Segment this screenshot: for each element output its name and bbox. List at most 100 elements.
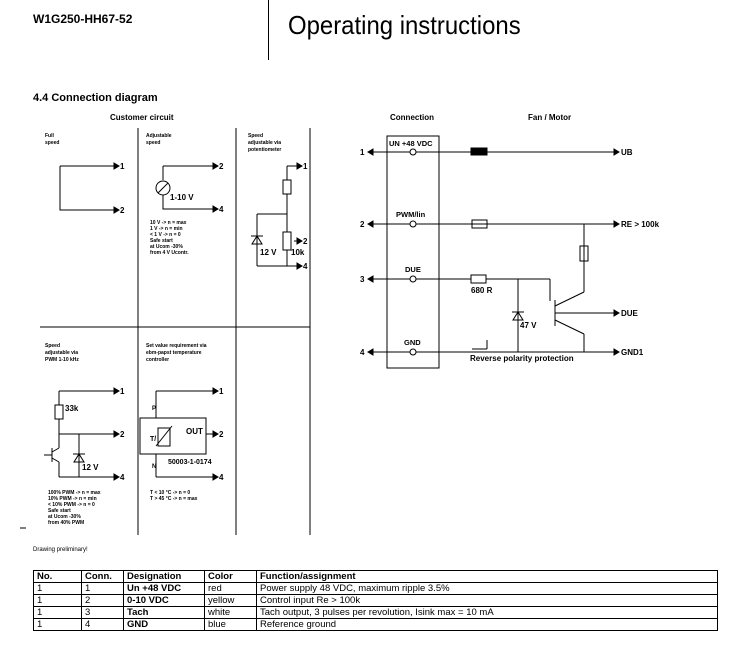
cell-conn: 4 — [81, 618, 124, 631]
temp-pin-4: 4 — [219, 473, 224, 482]
cell-color: red — [204, 582, 257, 595]
cell-color: yellow — [204, 594, 257, 607]
pwm-circuit — [44, 387, 120, 481]
adj-note-3: < 1 V -> n = 0 — [150, 232, 181, 238]
set-value-label-1: Set value requirement via — [146, 343, 207, 349]
pwm-pin-2: 2 — [120, 430, 125, 439]
pwm-note-5: at Ucom -30% — [48, 514, 81, 520]
cell-conn: 1 — [81, 582, 124, 595]
col-no: No. — [33, 570, 82, 583]
temp-part-number: 50003-1-0174 — [168, 459, 212, 466]
adj-voltage: 1-10 V — [170, 193, 194, 202]
temp-out-label: OUT — [186, 427, 203, 436]
table-header-row: No. Conn. Designation Color Function/ass… — [33, 570, 718, 583]
table-row: 1 2 0-10 VDC yellow Control input Re > 1… — [33, 594, 718, 607]
cell-color: blue — [204, 618, 257, 631]
full-speed-label-1: Full — [45, 133, 54, 139]
pwm-label-3: PWM 1-10 kHz — [45, 357, 79, 363]
adj-note-6: from 4 V Ucontr. — [150, 250, 189, 256]
connection-label: Connection — [390, 113, 434, 122]
re-label: RE > 100k — [621, 220, 660, 229]
temp-note-2: T > 45 °C -> n = max — [150, 496, 198, 502]
cell-no: 1 — [33, 594, 82, 607]
pot-zener: 12 V — [260, 248, 277, 257]
cell-designation: Tach — [123, 606, 205, 619]
pwm-note-6: from 40% PWM — [48, 520, 84, 526]
temp-pin-2: 2 — [219, 430, 224, 439]
due-out-label: DUE — [621, 309, 639, 318]
gnd1-label: GND1 — [621, 348, 644, 357]
full-speed-circuit — [59, 162, 120, 214]
adj-note-5: at Ucom -30% — [150, 244, 183, 250]
header-divider — [268, 0, 269, 60]
connection-block — [367, 135, 620, 369]
cell-conn: 3 — [81, 606, 124, 619]
pwm-note-4: Safe start — [48, 508, 71, 514]
pot-resistor: 10k — [291, 248, 305, 257]
connection-diagram: Customer circuit Connection Fan / Motor … — [20, 113, 660, 535]
temp-note-1: T < 10 °C -> n = 0 — [150, 490, 190, 496]
temp-p-label: P — [152, 406, 156, 412]
pot-pin-1: 1 — [303, 162, 308, 171]
col-designation: Designation — [123, 570, 205, 583]
temp-controller-circuit — [139, 387, 219, 481]
cell-no: 1 — [33, 582, 82, 595]
gnd-label: GND — [404, 338, 421, 347]
pot-label-2: adjustable via — [248, 140, 281, 146]
cell-function: Reference ground — [256, 618, 718, 631]
cell-function: Control input Re > 100k — [256, 594, 718, 607]
un-label: UN +48 VDC — [389, 139, 433, 148]
pwm-pin-4: 4 — [120, 473, 125, 482]
pwm-resistor: 33k — [65, 404, 79, 413]
temp-n-label: N — [152, 464, 156, 470]
temp-sensor-label: T/ — [150, 436, 156, 443]
adj-pin-4: 4 — [219, 205, 224, 214]
ub-label: UB — [621, 148, 633, 157]
cell-designation: GND — [123, 618, 205, 631]
pwm-label-1: Speed — [45, 343, 60, 349]
pwm-pin-1: 1 — [120, 387, 125, 396]
adj-note-2: 1 V -> n = min — [150, 226, 183, 232]
r680-label: 680 R — [471, 286, 493, 295]
table-row: 1 4 GND blue Reference ground — [33, 618, 718, 631]
temp-pin-1: 1 — [219, 387, 224, 396]
pot-pin-2: 2 — [303, 237, 308, 246]
adj-speed-label-1: Adjustable — [146, 133, 172, 139]
cell-function: Tach output, 3 pulses per revolution, Is… — [256, 606, 718, 619]
pwm-in-label: PWM/lin — [396, 210, 426, 219]
pot-label-3: potentiometer — [248, 147, 281, 153]
reverse-polarity-label: Reverse polarity protection — [470, 354, 574, 363]
pot-label-1: Speed — [248, 133, 263, 139]
col-color: Color — [204, 570, 257, 583]
model-number: W1G250-HH67-52 — [33, 12, 133, 26]
fan-motor-label: Fan / Motor — [528, 113, 571, 122]
cell-no: 1 — [33, 618, 82, 631]
pwm-note-3: < 10% PWM -> n = 0 — [48, 502, 95, 508]
potentiometer-circuit — [251, 162, 303, 270]
full-pin-2: 2 — [120, 206, 125, 215]
conn-pin-3: 3 — [360, 275, 365, 284]
due-label: DUE — [405, 265, 421, 274]
full-pin-1: 1 — [120, 162, 125, 171]
conn-pin-1: 1 — [360, 148, 365, 157]
adj-speed-label-2: speed — [146, 140, 160, 146]
cell-no: 1 — [33, 606, 82, 619]
drawing-note: Drawing preliminary! — [33, 547, 88, 553]
pwm-zener: 12 V — [82, 463, 99, 472]
pwm-note-1: 100% PWM -> n = max — [48, 490, 101, 496]
adj-note-4: Safe start — [150, 238, 173, 244]
adj-pin-2: 2 — [219, 162, 224, 171]
adj-note-1: 10 V -> n = max — [150, 220, 187, 226]
cell-function: Power supply 48 VDC, maximum ripple 3.5% — [256, 582, 718, 595]
pot-pin-4: 4 — [303, 262, 308, 271]
conn-pin-4: 4 — [360, 348, 365, 357]
pwm-note-2: 10% PWM -> n = min — [48, 496, 97, 502]
pwm-label-2: adjustable via — [45, 350, 78, 356]
set-value-label-2: ebm-papst temperature — [146, 350, 202, 356]
customer-circuit-label: Customer circuit — [110, 113, 174, 122]
table-row: 1 1 Un +48 VDC red Power supply 48 VDC, … — [33, 582, 718, 595]
cell-color: white — [204, 606, 257, 619]
full-speed-label-2: speed — [45, 140, 59, 146]
pin-assignment-table: No. Conn. Designation Color Function/ass… — [33, 570, 718, 631]
page-title: Operating instructions — [288, 10, 521, 40]
